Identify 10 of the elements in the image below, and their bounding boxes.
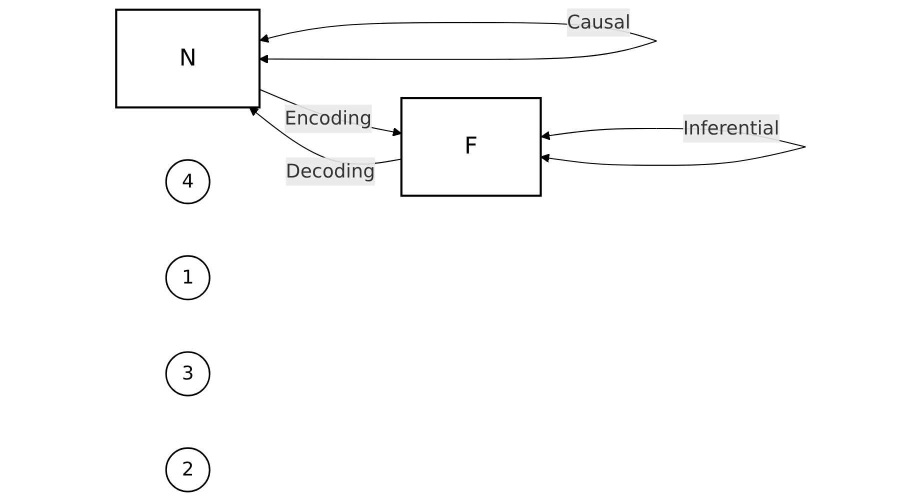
edge-label: Decoding: [286, 160, 376, 183]
node-circle: 2: [165, 447, 210, 492]
edge-label: Encoding: [284, 108, 372, 130]
node-circle: 3: [165, 351, 210, 396]
edge-label: Inferential: [683, 117, 780, 140]
node-circle: 4: [165, 159, 210, 204]
node-box: N: [115, 8, 261, 108]
node-box: F: [400, 97, 542, 197]
edge-label: Causal: [566, 12, 630, 34]
node-circle: 1: [165, 255, 210, 300]
